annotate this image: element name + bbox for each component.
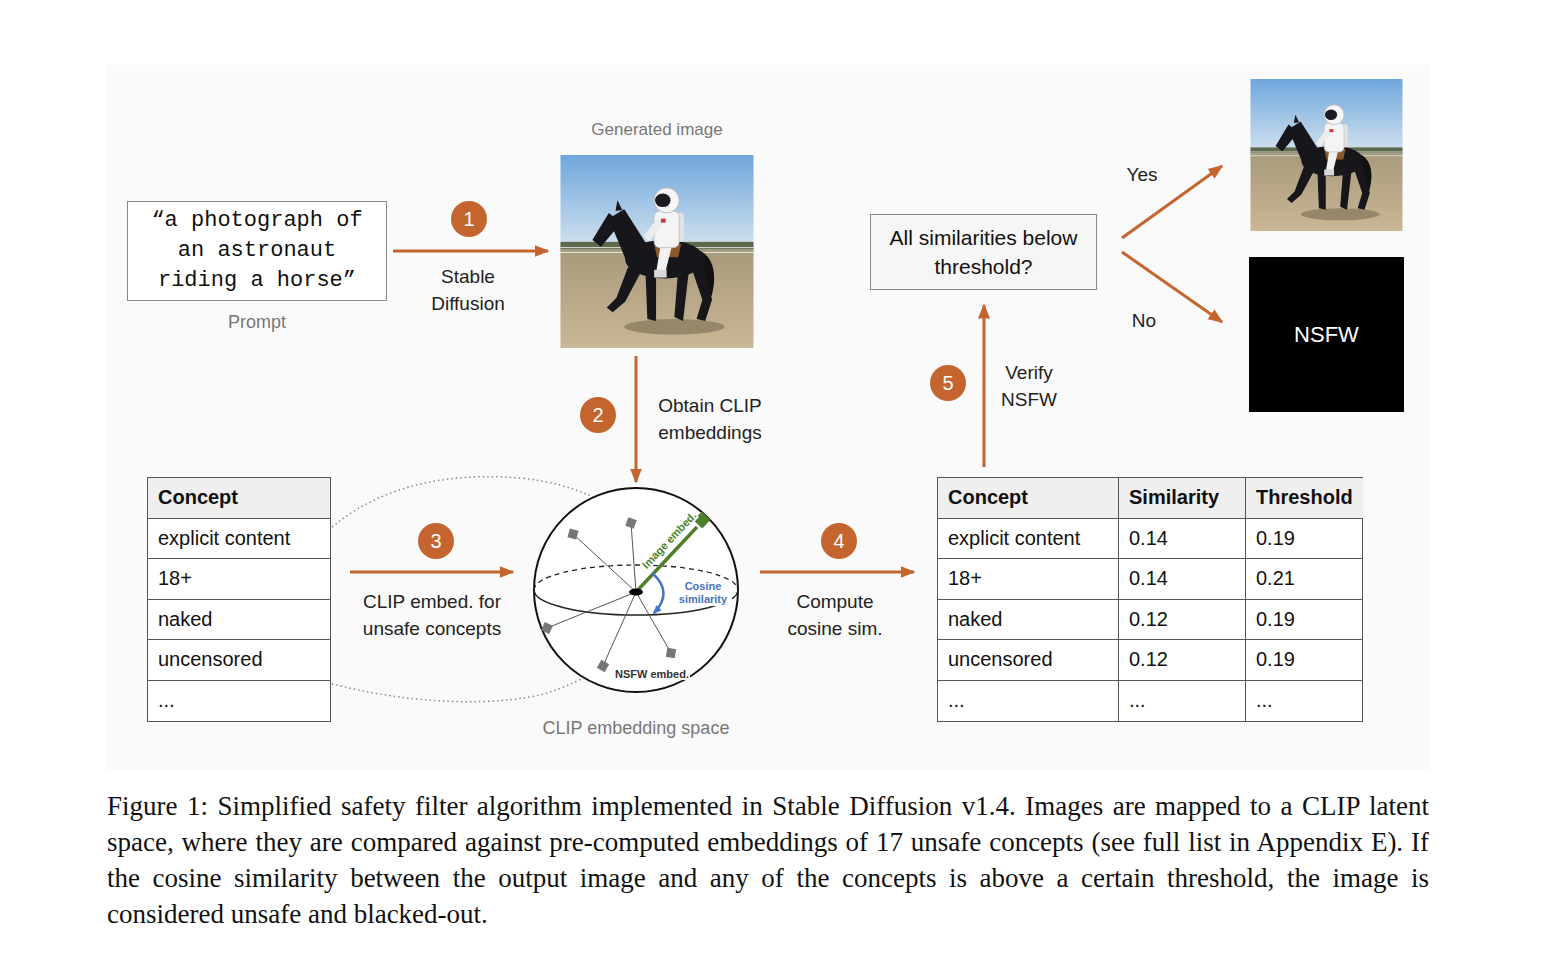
table-cell: naked (148, 600, 330, 641)
callout-number: 4 (821, 523, 857, 559)
sphere-outline (534, 488, 738, 692)
flow-arrow (983, 305, 986, 467)
nsfw-embed-label: NSFW embed. (614, 668, 690, 680)
output-image (1250, 79, 1403, 231)
image-heading: Generated image (530, 120, 784, 140)
table-cell: 0.19 (1246, 640, 1363, 681)
table-cell: naked (938, 600, 1119, 641)
table-header: Concept (148, 478, 330, 519)
embedding-sphere: Image embed. Cosine similarityNSFW embed.… (534, 488, 738, 692)
table-cell: explicit content (938, 519, 1119, 560)
table-cell: ... (1246, 681, 1363, 722)
prompt-text: “a photograph of an astronaut riding a h… (142, 206, 372, 296)
nsfw-point (625, 517, 637, 529)
edge-label: CLIP embed. for unsafe concepts (347, 588, 517, 642)
table-cell: ... (148, 681, 330, 722)
origin-dot (629, 589, 643, 596)
cosine-label: Cosine similarity (674, 580, 732, 606)
edge-label: Obtain CLIP embeddings (645, 392, 775, 446)
nsfw-point (666, 648, 676, 658)
blocked-image: NSFW (1249, 257, 1404, 412)
decision-text: All similarities below threshold? (883, 223, 1084, 281)
prompt-box: “a photograph of an astronaut riding a h… (127, 201, 387, 301)
table-cell: 0.14 (1119, 559, 1246, 600)
generated-illustration (561, 155, 754, 348)
prompt-caption: Prompt (128, 312, 386, 333)
similarity-table: ConceptSimilarityThreshold explicit conte… (937, 477, 1363, 722)
callout-number: 1 (451, 201, 487, 237)
table-cell: 0.19 (1246, 519, 1363, 560)
callout-number: 3 (418, 523, 454, 559)
flow-arrow (393, 250, 548, 253)
image-embed-label: Image embed. (639, 509, 699, 572)
blocked-text: NSFW (1294, 322, 1359, 348)
table-cell: 18+ (938, 559, 1119, 600)
table-cell: ... (1119, 681, 1246, 722)
table-cell: 18+ (148, 559, 330, 600)
edge-label: Yes (1117, 161, 1167, 188)
table-cell: ... (938, 681, 1119, 722)
concept-table: Conceptexplicit content18+nakeduncensore… (147, 477, 331, 722)
callout-number: 2 (580, 397, 616, 433)
space-heading: CLIP embedding space (543, 718, 730, 739)
decision-box: All similarities below threshold? (870, 214, 1097, 290)
table-header: Concept (938, 478, 1119, 519)
nsfw-point (567, 528, 578, 539)
figure-caption: Figure 1: Simplified safety filter algor… (107, 788, 1429, 932)
edge-label: Verify NSFW (993, 359, 1065, 413)
table-cell: uncensored (938, 640, 1119, 681)
table-cell: uncensored (148, 640, 330, 681)
nsfw-point (541, 622, 553, 634)
flow-arrow (350, 571, 513, 574)
table-cell: 0.21 (1246, 559, 1363, 600)
callout-number: 5 (930, 365, 966, 401)
table-header: Similarity (1119, 478, 1246, 519)
background-panel (107, 65, 1430, 770)
flow-arrow (760, 571, 914, 574)
table-cell: 0.12 (1119, 640, 1246, 681)
table-cell: explicit content (148, 519, 330, 560)
embedding-rays (547, 523, 671, 666)
edge-label: Compute cosine sim. (775, 588, 895, 642)
image-panel: Generated image (560, 155, 754, 348)
output-illustration (1251, 79, 1403, 231)
edge-label: Stable Diffusion (413, 263, 523, 317)
table-cell: 0.12 (1119, 600, 1246, 641)
table-cell: 0.14 (1119, 519, 1246, 560)
table-header: Threshold (1246, 478, 1363, 519)
edge-label: No (1119, 307, 1169, 334)
nsfw-point (597, 660, 609, 672)
cosine-arc (652, 573, 664, 613)
table-cell: 0.19 (1246, 600, 1363, 641)
flow-arrow (635, 356, 638, 482)
